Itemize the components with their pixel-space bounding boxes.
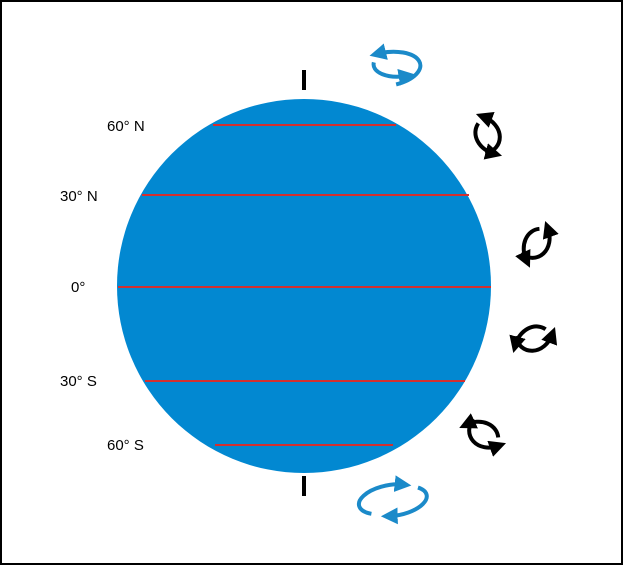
label-60n: 60° N: [107, 118, 145, 135]
south-polar-cell-arrows-icon: [356, 475, 429, 525]
label-equator: 0°: [71, 279, 85, 296]
label-30s: 30° S: [60, 373, 97, 390]
label-30n: 30° N: [60, 188, 98, 205]
north-hadley-cell-arrows-icon: [515, 220, 559, 268]
north-pole-tick-icon: [302, 70, 306, 90]
latitude-lines: [118, 124, 491, 446]
latitude-labels: 60° N 30° N 0° 30° S 60° S: [60, 118, 145, 454]
north-polar-cell-arrows-icon: [369, 43, 423, 87]
south-pole-tick-icon: [302, 476, 306, 496]
south-ferrel-cell-arrows-icon: [459, 413, 507, 457]
label-60s: 60° S: [107, 437, 144, 454]
south-hadley-cell-arrows-icon: [509, 324, 558, 354]
north-ferrel-cell-arrows-icon: [473, 111, 503, 160]
